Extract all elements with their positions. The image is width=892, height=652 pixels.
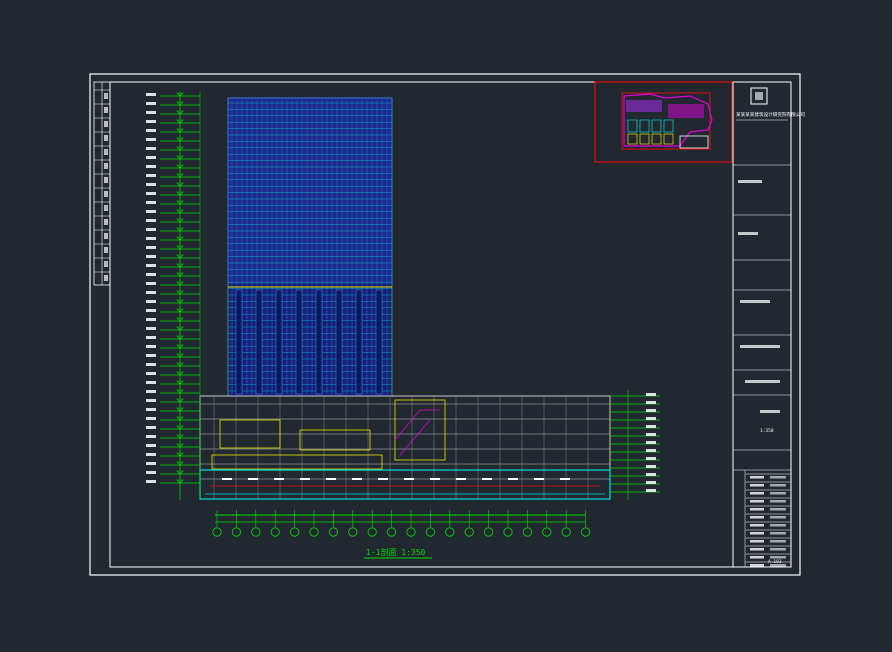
level-marks-left [146,92,201,500]
sheet-number: A-103 [768,559,782,565]
scale-label: 1:350 [760,428,774,434]
key-plan-highlight-frame [594,81,733,163]
sheet-inner-frame [109,81,792,568]
key-plan [594,81,733,163]
sheet-outer-frame [89,73,801,576]
tower-section [227,97,393,397]
company-name: 某某某某建筑设计研究院有限公司 [736,111,805,118]
basement-outline [199,469,611,500]
title-block: 某某某某建筑设计研究院有限公司 1:350 A-103 [732,82,805,567]
binding-strip [93,81,111,286]
podium-section [199,395,611,500]
level-marks-right [610,390,660,500]
axis-dimension-line [212,510,591,537]
company-logo [750,87,768,105]
drawing-caption: 1-1剖面 1:350 [366,547,426,557]
